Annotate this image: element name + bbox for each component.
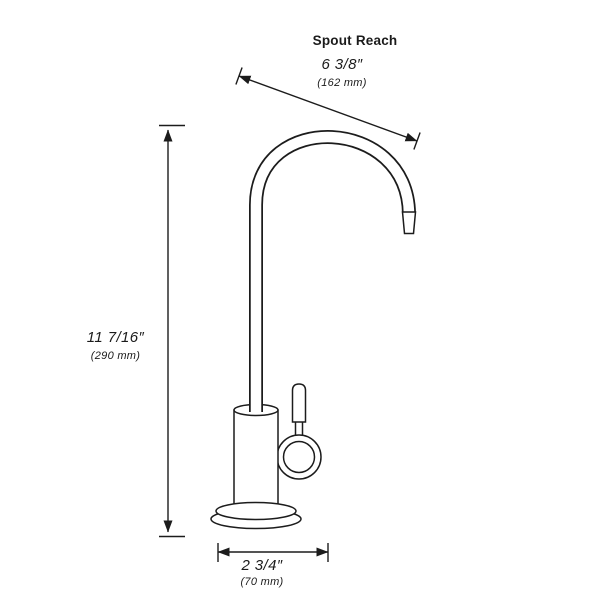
spout-tube-fill	[250, 131, 415, 412]
height-inches: 11 7/16″	[86, 329, 145, 346]
spout-reach-metric: (162 mm)	[317, 77, 367, 89]
height-metric: (290 mm)	[90, 350, 141, 362]
handle-inner-ring	[282, 440, 316, 474]
base-width-inches: 2 3/4″	[241, 557, 283, 574]
spout-reach-end-tick	[413, 132, 421, 150]
dimension-lines	[159, 67, 421, 562]
base-flange	[215, 501, 297, 521]
spout-reach-title: Spout Reach	[312, 33, 398, 48]
handle-lever	[291, 383, 307, 423]
spout-tip	[401, 211, 417, 235]
spout-reach-dimension-line	[238, 75, 418, 142]
faucet-body	[233, 409, 279, 514]
faucet	[233, 383, 322, 514]
base-width-metric: (70 mm)	[240, 576, 284, 588]
spout-tube-outline	[249, 130, 416, 412]
faucet-base	[210, 501, 302, 530]
spout-reach-inches: 6 3/8″	[321, 56, 363, 73]
